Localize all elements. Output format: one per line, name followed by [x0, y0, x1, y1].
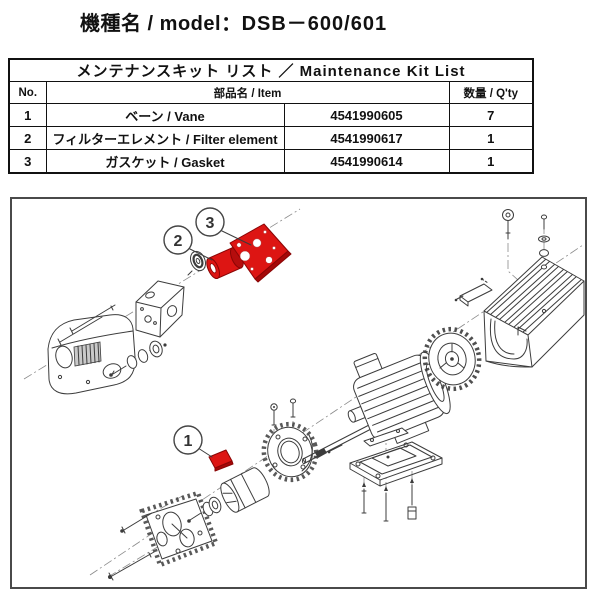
pump-cylinder	[261, 421, 319, 483]
col-header-item: 部品名 / Item	[45, 81, 450, 104]
model-separator: ：	[221, 13, 242, 35]
col-header-no: No.	[8, 81, 47, 104]
base-screws	[361, 478, 417, 522]
table-title: メンテナンスキット リスト ／ Maintenance Kit List	[8, 58, 534, 82]
exploded-diagram: 2 3	[10, 197, 587, 589]
cell-item: ガスケット / Gasket	[45, 149, 285, 174]
cell-no: 1	[8, 103, 47, 127]
callout-1: 1	[173, 425, 213, 458]
motor-cover	[483, 256, 585, 368]
callout-1-number: 1	[184, 433, 193, 450]
filter-element-part	[206, 246, 244, 280]
shaft-washer	[187, 250, 206, 276]
fan-wheel	[422, 326, 482, 392]
motor-body	[347, 351, 451, 444]
clamp-bracket	[454, 277, 493, 307]
table-row: 1 ベーン / Vane 4541990605 7	[8, 103, 534, 127]
end-plate-screws	[108, 512, 155, 581]
manifold-block	[135, 280, 185, 338]
table-row: 2 フィルターエレメント / Filter element 4541990617…	[8, 126, 534, 150]
cell-qty: 7	[448, 103, 534, 127]
rotor	[220, 467, 270, 513]
end-plate	[139, 490, 219, 568]
cover-screws	[502, 209, 550, 270]
cell-no: 2	[8, 126, 47, 150]
page-title: 機種名 / model：DSB－600/601	[80, 7, 387, 36]
cell-part-number: 4541990617	[283, 126, 450, 150]
col-header-qty: 数量 / Q'ty	[448, 81, 534, 104]
cell-qty: 1	[448, 126, 534, 150]
vane-part	[208, 449, 234, 472]
callout-3: 3	[195, 207, 252, 246]
cell-item: ベーン / Vane	[45, 103, 285, 127]
housing-screws	[57, 304, 116, 346]
cell-part-number: 4541990605	[283, 103, 450, 127]
callout-3-number: 3	[206, 215, 215, 232]
gasket-part	[229, 223, 292, 283]
cell-item: フィルターエレメント / Filter element	[45, 126, 285, 150]
centerlines	[23, 208, 584, 578]
maintenance-kit-table: メンテナンスキット リスト ／ Maintenance Kit List No.…	[8, 58, 534, 174]
model-value: DSB－600/601	[241, 13, 388, 35]
cell-qty: 1	[448, 149, 534, 174]
cell-no: 3	[8, 149, 47, 174]
muffler-box	[47, 314, 136, 395]
cell-part-number: 4541990614	[283, 149, 450, 174]
base-plate	[349, 427, 443, 487]
pump-screws	[270, 398, 297, 426]
callout-2: 2	[163, 225, 213, 261]
callout-2-number: 2	[174, 233, 183, 250]
washer-set	[109, 340, 167, 377]
exploded-view-svg: 2 3	[23, 207, 585, 581]
model-label: 機種名 / model	[80, 13, 222, 35]
table-row: 3 ガスケット / Gasket 4541990614 1	[8, 149, 534, 174]
rotor-washer	[187, 496, 222, 523]
